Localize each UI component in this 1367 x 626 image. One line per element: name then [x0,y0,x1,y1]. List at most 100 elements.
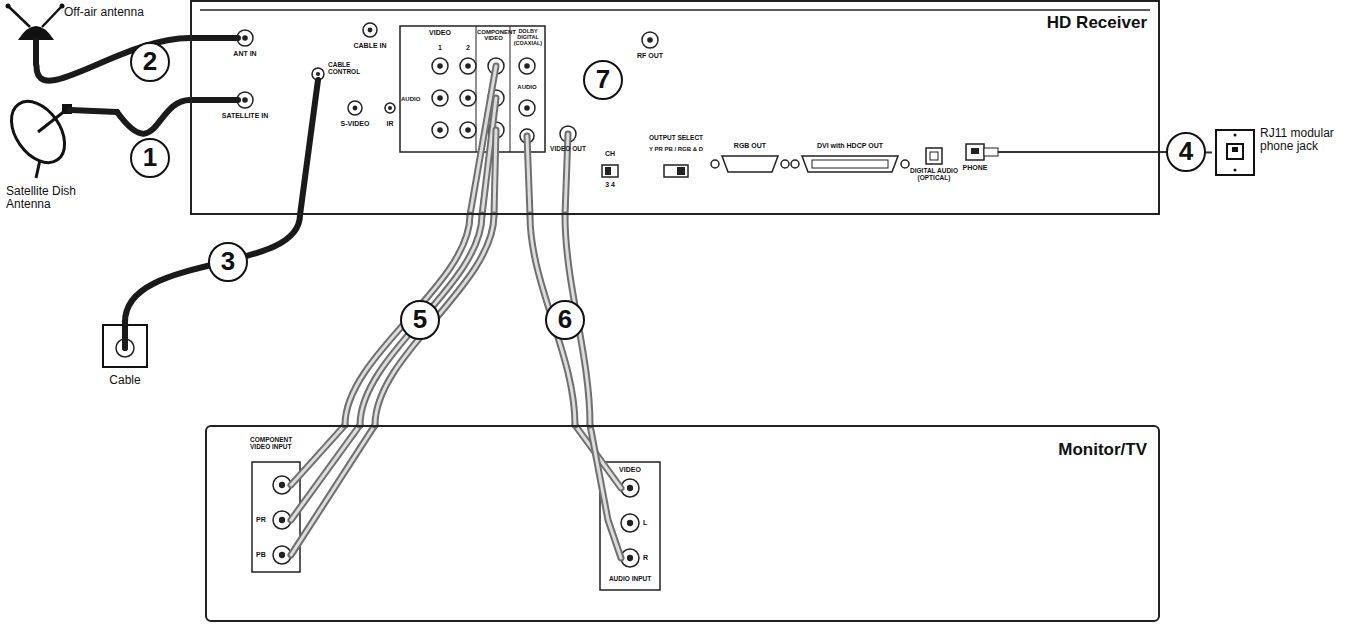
switch-knob [605,167,611,175]
feed-arm [38,110,66,132]
callout-number: 2 [130,42,170,82]
jack-pin [627,520,633,526]
phone-wall-box [1216,130,1254,175]
jack-pin [316,72,320,76]
port-label: 1 [435,44,445,51]
rca-lead [527,136,530,215]
panel-lip [200,9,1150,11]
rod-tip [6,4,11,9]
port-label: RGB OUT [718,142,782,149]
coax-cable [125,215,300,322]
node-label: Monitor/TV [997,441,1147,460]
port-label: ANT IN [220,50,270,57]
port-label: AUDIO [401,96,429,102]
port-label: S-VIDEO [335,120,375,127]
rca-lead [590,425,621,558]
port-label: CH [598,150,622,157]
rca-lead [527,136,530,215]
port-label: PB [256,551,272,558]
dish-node: Satellite Dish Antenna [2,85,117,220]
port-label: RF OUT [633,52,667,59]
jack-pin [368,28,373,33]
rj11-plug [984,148,998,156]
jack-pin [279,552,285,558]
callout-number: 1 [130,138,170,178]
jack-pin [437,95,443,101]
jack-pin [524,63,530,69]
jack-pin [465,127,471,133]
rod-tip [60,4,65,9]
node-label: Satellite Dish Antenna [6,185,114,211]
screw [1234,169,1237,172]
rca-lead [291,425,375,555]
port-label: AUDIO [512,84,542,90]
jack-pin [627,555,633,561]
receiver-box: HD Receiver [190,0,1160,215]
jack-pin [242,97,248,103]
port-label: CABLE CONTROL [328,62,368,76]
jack [460,90,476,106]
jack-pin [279,482,285,488]
optical-port [930,152,938,160]
jack [348,101,362,115]
phone-jack-node: RJ11 modular phone jack [1212,125,1362,180]
output-switch [664,165,688,177]
callout-number: 3 [208,242,248,282]
rca-lead [494,130,496,215]
rj11-socket [1227,144,1243,159]
rgb-connector [722,156,778,172]
port-label: COMPONENT VIDEO INPUT [250,437,306,451]
rca-lead [482,98,496,215]
screw [1234,134,1237,137]
coax-cable [117,100,190,134]
jack-pin [465,63,471,69]
screw [791,160,799,168]
coax-plug [190,97,238,103]
port-label: SATELLITE IN [212,112,278,119]
jack [385,103,395,113]
optical-port [926,148,942,164]
jack-pin [279,517,285,523]
jack-pin [242,35,248,41]
rca-lead [291,425,375,555]
switch-knob [677,167,685,175]
rj11-tab [1232,147,1238,152]
jack-pin [465,95,471,101]
rca-lead [482,98,496,215]
wall-plate [1216,130,1254,175]
jack [432,58,448,74]
jack [363,23,377,37]
jack-pin [627,485,633,491]
cable-outer [375,215,494,425]
port-label: R [643,554,655,561]
callout-number: 7 [583,60,623,100]
jack [519,100,535,116]
jack-pin [388,106,392,110]
port-label: DVI with HDCP OUT [790,142,910,149]
jack [432,90,448,106]
cable-inner [360,215,482,425]
coax-lead [122,322,128,348]
port-label: VIDEO [410,29,470,36]
dish-lead [70,110,117,112]
av-block [400,26,545,152]
port-label: 2 [463,44,473,51]
node-label: Off-air antenna [64,6,152,19]
monitor-box: Monitor/TV [205,425,1160,622]
phone-port [966,144,984,160]
port-label: OUTPUT SELECT [636,135,716,142]
rca-cable [360,215,482,425]
port-label: VIDEO [608,466,652,473]
rca-cable [375,215,494,425]
phone-port [971,148,979,154]
jack-pin [353,106,358,111]
rca-lead [470,66,496,215]
jack [460,58,476,74]
dish-stand [36,160,40,178]
jack [460,122,476,138]
coax-plug [300,80,318,215]
rca-lead [494,130,496,215]
port-label: 3 4 [598,181,622,188]
jack [621,514,639,532]
